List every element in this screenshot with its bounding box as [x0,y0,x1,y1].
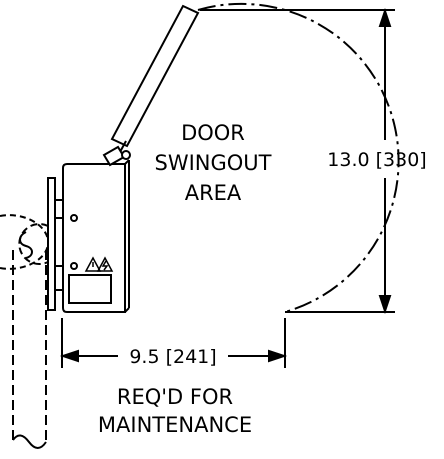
height-dimension-label: 13.0 [330] [327,149,426,171]
height-dimension-line [378,7,392,315]
extension-lines [61,9,395,368]
swingout-arc [197,2,400,313]
pole-icon [12,250,47,449]
enclosure-label-plate [68,274,112,304]
door-hinge-icon [102,145,131,167]
warning-triangle-icon [84,256,102,272]
area-label-line-1: DOOR [181,121,245,145]
mounting-bracket [47,177,62,311]
requirement-label-line-2: MAINTENANCE [98,413,252,437]
requirement-label-line-1: REQ'D FOR [117,385,233,409]
area-label-line-3: AREA [185,181,242,205]
area-label-line-2: SWINGOUT [155,151,272,175]
width-dimension-line [59,349,288,363]
width-dimension-label: 9.5 [241] [129,346,216,368]
electrical-hazard-icon [96,256,114,272]
enclosure-box-icon [62,159,130,313]
